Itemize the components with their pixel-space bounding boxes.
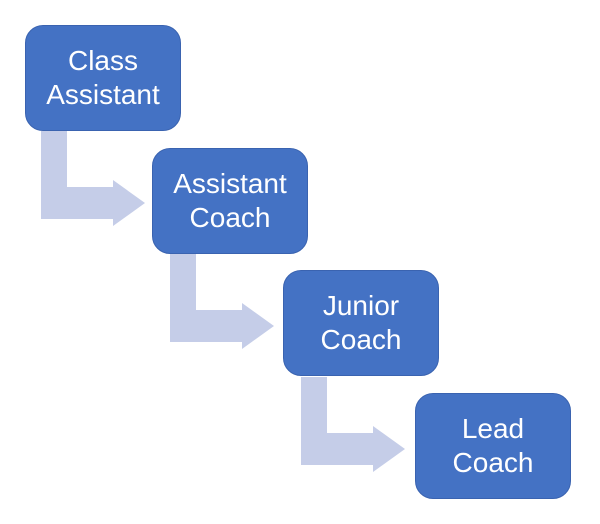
bent-arrow-icon xyxy=(41,131,145,226)
bent-arrow-connector-1 xyxy=(41,131,145,226)
step-node-junior-coach: Junior Coach xyxy=(283,270,439,376)
step-label-line: Coach xyxy=(320,324,402,355)
bent-arrow-icon xyxy=(170,254,274,349)
step-node-lead-coach: Lead Coach xyxy=(415,393,571,499)
step-label-line: Class xyxy=(67,45,138,76)
step-label-line: Coach xyxy=(452,447,534,478)
bent-arrow-icon xyxy=(301,377,405,472)
bent-arrow-connector-3 xyxy=(301,377,405,472)
step-node-class-assistant: Class Assistant xyxy=(25,25,181,131)
bent-arrow-connector-2 xyxy=(170,254,274,349)
step-node-assistant-coach: Assistant Coach xyxy=(152,148,308,254)
step-label-line: Junior xyxy=(322,290,400,321)
step-label-line: Assistant xyxy=(46,79,160,110)
step-label-line: Coach xyxy=(189,202,271,233)
step-label-line: Assistant xyxy=(173,168,287,199)
step-label-line: Lead xyxy=(461,413,525,444)
